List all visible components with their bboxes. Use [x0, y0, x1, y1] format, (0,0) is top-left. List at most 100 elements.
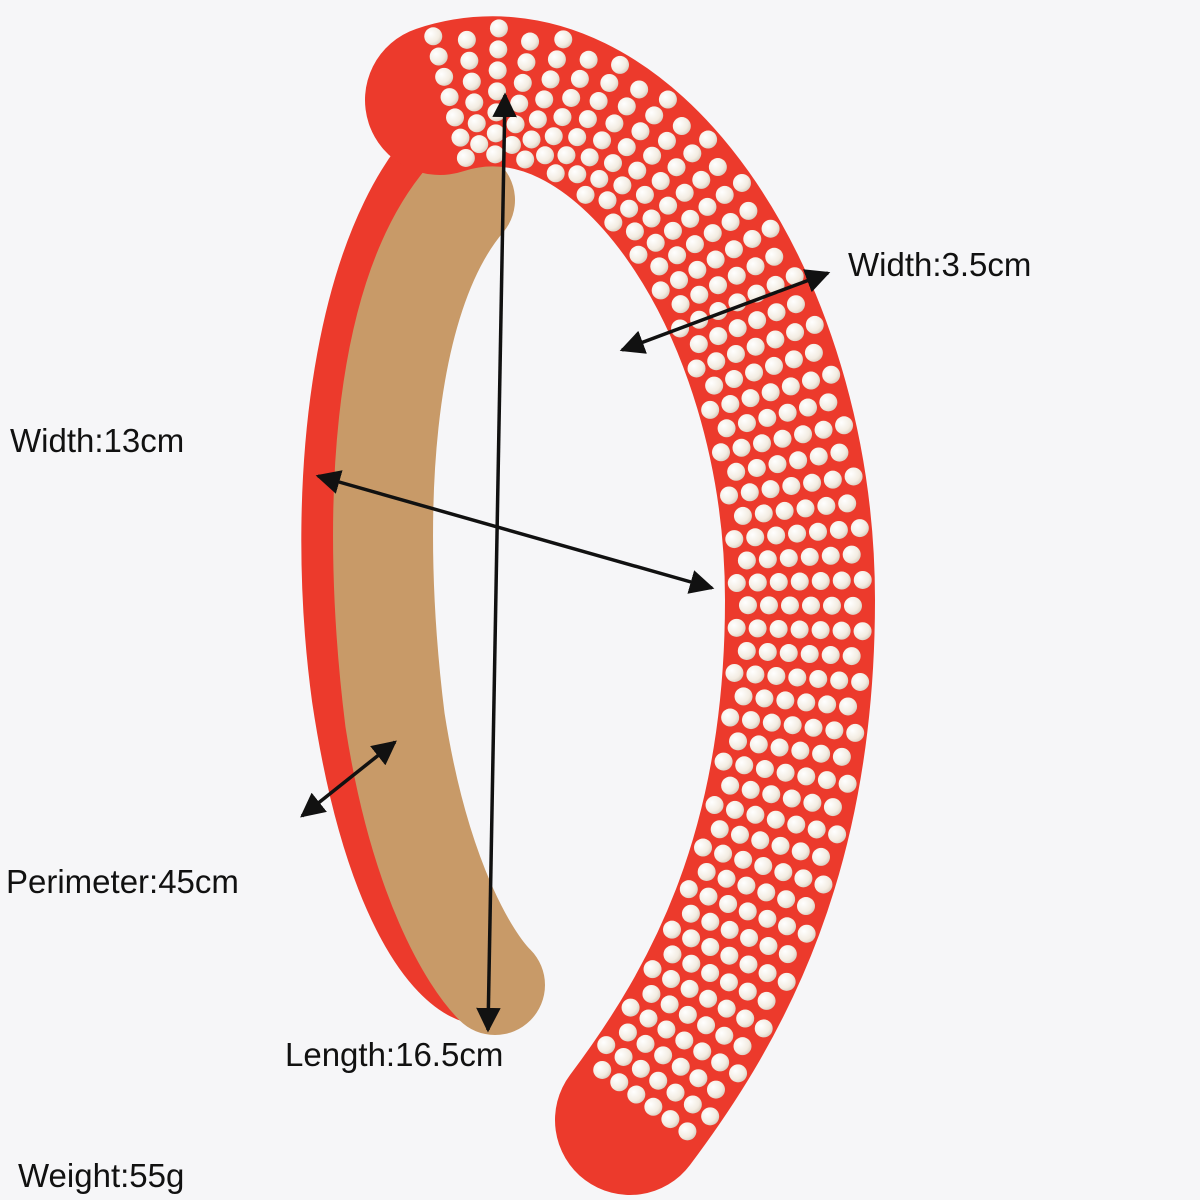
pearl: [699, 887, 718, 906]
pearl: [790, 572, 809, 591]
pearl: [709, 327, 728, 346]
pearl: [717, 419, 736, 438]
pearl: [748, 573, 767, 592]
pearl: [822, 365, 841, 384]
pearl: [672, 117, 691, 136]
pearl: [720, 486, 739, 505]
pearl: [757, 991, 776, 1010]
pearl: [510, 94, 529, 113]
pearl: [521, 32, 540, 51]
pearl: [487, 103, 506, 122]
pearl: [796, 897, 815, 916]
pearl: [706, 1080, 725, 1099]
pearl: [835, 416, 854, 435]
pearl: [791, 842, 810, 861]
pearl: [738, 902, 757, 921]
pearl: [657, 131, 676, 150]
pearl: [805, 315, 824, 334]
pearl: [671, 295, 690, 314]
pearl: [668, 246, 687, 265]
pearl: [759, 937, 778, 956]
pearl: [689, 335, 708, 354]
pearl: [705, 796, 724, 815]
pearl: [829, 520, 848, 539]
pearl: [738, 596, 757, 615]
pearl: [562, 88, 581, 107]
pearl: [761, 480, 780, 499]
pearl: [663, 945, 682, 964]
pearl: [754, 857, 773, 876]
pearl: [593, 131, 612, 150]
pearl: [853, 622, 872, 641]
pearl: [701, 964, 720, 983]
pearl: [749, 735, 768, 754]
pearl: [721, 212, 740, 231]
band-width-arrow: [619, 269, 831, 354]
pearl: [850, 519, 869, 538]
pearl: [610, 1073, 629, 1092]
pearl: [767, 303, 786, 322]
pearl: [746, 528, 765, 547]
pearl: [536, 146, 555, 165]
pearl: [771, 836, 790, 855]
pearl: [486, 145, 505, 164]
pearl: [734, 850, 753, 869]
pearl: [670, 271, 689, 290]
pearl: [729, 1064, 748, 1083]
pearl: [694, 838, 713, 857]
pearl: [782, 476, 801, 495]
pearl: [682, 929, 701, 948]
pearl: [746, 257, 765, 276]
pearl: [733, 506, 752, 525]
pearl: [779, 549, 798, 568]
pearl: [729, 732, 748, 751]
pearl: [804, 343, 823, 362]
pearl: [754, 504, 773, 523]
pearl: [730, 825, 749, 844]
pearl: [814, 875, 833, 894]
pearl: [808, 522, 827, 541]
pearl: [809, 669, 828, 688]
pearl: [701, 1107, 720, 1126]
pearl: [775, 501, 794, 520]
pearl: [721, 395, 740, 414]
pearl: [814, 420, 833, 439]
pearl: [758, 642, 777, 661]
pearl: [662, 970, 681, 989]
pearl: [725, 800, 744, 819]
pearl: [765, 356, 784, 375]
pearl: [735, 756, 754, 775]
pearl: [651, 281, 670, 300]
pearl: [755, 689, 774, 708]
pearl: [823, 798, 842, 817]
pearl: [642, 984, 661, 1003]
pearl: [773, 429, 792, 448]
pearl: [667, 158, 686, 177]
pearl: [769, 573, 788, 592]
pearl: [853, 570, 872, 589]
pearl: [801, 596, 820, 615]
pearl: [759, 596, 778, 615]
pearl: [726, 344, 745, 363]
pearl: [627, 1085, 646, 1104]
pearl: [727, 266, 746, 285]
pearl: [742, 711, 761, 730]
pearl: [690, 285, 709, 304]
pearl: [697, 1016, 716, 1035]
pearl: [604, 154, 623, 173]
pearl: [762, 713, 781, 732]
pearl: [746, 337, 765, 356]
pearl: [838, 774, 857, 793]
pearl: [719, 894, 738, 913]
pearl: [741, 389, 760, 408]
pearl: [844, 467, 863, 486]
pearl: [659, 196, 678, 215]
pearl: [809, 447, 828, 466]
pearl: [832, 747, 851, 766]
pearl: [683, 144, 702, 163]
pearl: [715, 1026, 734, 1045]
pearl: [467, 114, 486, 133]
pearl: [747, 458, 766, 477]
pearl: [554, 30, 573, 49]
